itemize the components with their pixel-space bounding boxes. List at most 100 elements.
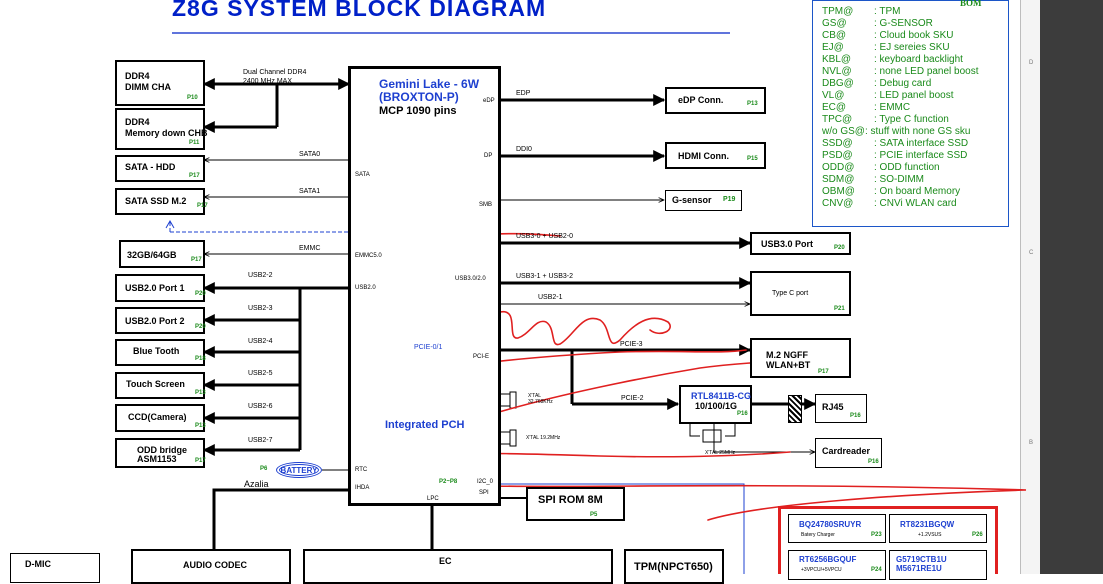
lan-controller-part: RTL8411B-CG — [691, 391, 752, 401]
cpu-port-pcie: PCI-E — [473, 354, 490, 360]
charger-ic-box[interactable]: BQ24780SRUYR Batery Charger P23 — [788, 514, 886, 543]
lan-controller-page: P16 — [737, 411, 748, 417]
bom-row: ODD@: ODD function — [822, 162, 940, 173]
emmc-signal: EMMC — [299, 245, 321, 252]
cpu-port-ihda: IHDA — [355, 485, 370, 491]
ddr-power-ic-box[interactable]: RT8231BGQW +1.2VSUS P26 — [889, 514, 987, 543]
m2-ngff-line2: WLAN+BT — [766, 360, 811, 370]
odd-bridge-line2: ASM1153 — [137, 454, 177, 464]
azalia-label: Azalia — [244, 479, 269, 489]
bom-row: KBL@: keyboard backlight — [822, 54, 963, 65]
i2c-line — [500, 483, 745, 574]
cpu-port-smb: SMB — [479, 202, 493, 208]
usb2-port2-box[interactable]: USB2.0 Port 2 P20 — [115, 307, 206, 334]
sheet-edge-mark: B — [1029, 440, 1034, 446]
usb2-port2-signal: USB2-3 — [248, 305, 273, 312]
m2-ngff-box[interactable]: M.2 NGFF WLAN+BT P17 — [750, 338, 851, 378]
m2-ngff-line1: M.2 NGFF — [766, 350, 808, 360]
usb2-port1-box[interactable]: USB2.0 Port 1 P20 — [115, 274, 206, 302]
tpm-label: TPM(NPCT650) — [634, 561, 713, 573]
spi-rom-page: P5 — [590, 512, 598, 518]
rj45-label: RJ45 — [822, 402, 844, 412]
battery-label[interactable]: BATTERY — [279, 464, 319, 476]
viewer-background — [1040, 0, 1103, 574]
bom-row: VL@: LED panel boost — [822, 90, 954, 101]
sata-hdd-label: SATA - HDD — [125, 162, 176, 172]
cpu-port-lpc: LPC — [427, 496, 439, 502]
battery-page: P6 — [260, 466, 268, 472]
ddr4-chb-box[interactable]: DDR4 Memory down CHB P11 — [115, 108, 208, 150]
cpu-port-i2c: I2C_0 — [477, 479, 494, 485]
lan-controller-box[interactable]: RTL8411B-CG 10/100/1G P16 — [679, 385, 752, 424]
cpu-port-emmc: EMMC5.0 — [355, 253, 382, 259]
aux-power-ic-part1: G5719CTB1U — [896, 555, 947, 564]
bom-row: TPC@: Type C function — [822, 114, 949, 125]
sata-ssd-box[interactable]: SATA SSD M.2 P17 — [115, 188, 208, 215]
cardreader-label: Cardreader — [822, 446, 871, 456]
odd-bridge-line1: ODD bridge — [137, 445, 188, 455]
cpu-page-ref: P2~P8 — [439, 479, 458, 485]
charger-ic-function: Batery Charger — [801, 532, 835, 538]
bluetooth-box[interactable]: Blue Tooth P18 — [115, 339, 206, 366]
ddr4-chb-line1: DDR4 — [125, 117, 150, 127]
emmc-capacity-label: 32GB/64GB — [127, 250, 177, 260]
sata0-signal: SATA0 — [299, 151, 321, 158]
ec-box[interactable]: EC — [303, 549, 613, 584]
ec-label: EC — [439, 556, 452, 566]
sata-ssd-page: P17 — [197, 203, 208, 209]
spi-rom-box[interactable]: SPI ROM 8M P5 — [526, 487, 625, 521]
camera-box[interactable]: CCD(Camera) P13 — [115, 404, 206, 432]
gsensor-label: G-sensor — [672, 195, 712, 205]
sheet-edge-mark: C — [1029, 250, 1034, 256]
cpu-port-usb3: USB3.0/2.0 — [455, 276, 486, 282]
odd-bridge-page: P17 — [195, 458, 206, 464]
crystal-32k-line2: 32.768KHz — [528, 399, 553, 405]
ddr-power-ic-part: RT8231BGQW — [900, 520, 955, 529]
touch-screen-box[interactable]: Touch Screen P13 — [115, 372, 206, 399]
gsensor-box[interactable]: G-sensor P19 — [665, 190, 742, 211]
lan-controller-speed: 10/100/1G — [695, 401, 738, 411]
hdmi-connector-page: P15 — [747, 156, 758, 162]
edp-connector-box[interactable]: eDP Conn. P13 — [665, 87, 766, 114]
spi-rom-label: SPI ROM 8M — [538, 494, 603, 506]
bom-legend-box — [812, 0, 1009, 227]
tpm-box[interactable]: TPM(NPCT650) — [624, 549, 724, 584]
ddr4-cha-box[interactable]: DDR4 DIMM CHA P10 — [115, 60, 205, 106]
diagram-title: Z8G SYSTEM BLOCK DIAGRAM — [172, 0, 547, 21]
sata-hdd-box[interactable]: SATA - HDD P17 — [115, 155, 205, 182]
touch-screen-signal: USB2-5 — [248, 370, 273, 377]
cpu-port-dp: DP — [484, 153, 493, 159]
usb30-port-label: USB3.0 Port — [761, 239, 814, 249]
hdmi-connector-label: HDMI Conn. — [678, 151, 729, 161]
camera-label: CCD(Camera) — [128, 412, 187, 422]
audio-codec-box[interactable]: AUDIO CODEC — [131, 549, 291, 584]
bom-row: CB@: Cloud book SKU — [822, 30, 954, 41]
charger-ic-part: BQ24780SRUYR — [799, 520, 862, 529]
usb2-port2-label: USB2.0 Port 2 — [125, 316, 185, 326]
cpu-name: Gemini Lake - 6W — [379, 77, 480, 91]
system-power-ic-box[interactable]: RT6256BGQUF +3VPCU/+5VPCU P24 — [788, 550, 886, 580]
lan-transformer-symbol — [788, 395, 802, 423]
system-power-ic-part: RT6256BGQUF — [799, 555, 857, 564]
battery-outline — [276, 462, 322, 478]
rj45-page: P16 — [850, 413, 861, 419]
usb30-port-box[interactable]: USB3.0 Port P20 — [750, 232, 851, 255]
ihda-line — [212, 488, 349, 550]
odd-bridge-signal: USB2-7 — [248, 437, 273, 444]
cardreader-box[interactable]: Cardreader P16 — [815, 438, 882, 468]
type-c-box[interactable]: Type C port P21 — [750, 271, 851, 316]
aux-power-ic-box[interactable]: G5719CTB1U M5671RE1U — [889, 550, 987, 580]
crystal-32k-line1: X'TAL — [528, 393, 542, 399]
ddr4-cha-line1: DDR4 — [125, 71, 150, 81]
bom-title: BOM — [960, 0, 982, 8]
gsensor-page: P19 — [723, 196, 736, 203]
hdmi-connector-box[interactable]: HDMI Conn. P15 — [665, 142, 766, 169]
dmic-box[interactable]: D-MIC — [10, 553, 100, 583]
usb2-port2-page: P20 — [195, 324, 206, 330]
odd-bridge-box[interactable]: ODD bridge ASM1153 P17 — [115, 438, 206, 468]
emmc-box[interactable]: 32GB/64GB P17 — [119, 240, 205, 268]
rj45-box[interactable]: RJ45 P16 — [815, 394, 867, 423]
bom-row: SSD@: SATA interface SSD — [822, 138, 969, 149]
edp-signal: EDP — [516, 90, 531, 97]
cpu-block[interactable]: Gemini Lake - 6W (BROXTON-P) MCP 1090 pi… — [348, 66, 501, 506]
